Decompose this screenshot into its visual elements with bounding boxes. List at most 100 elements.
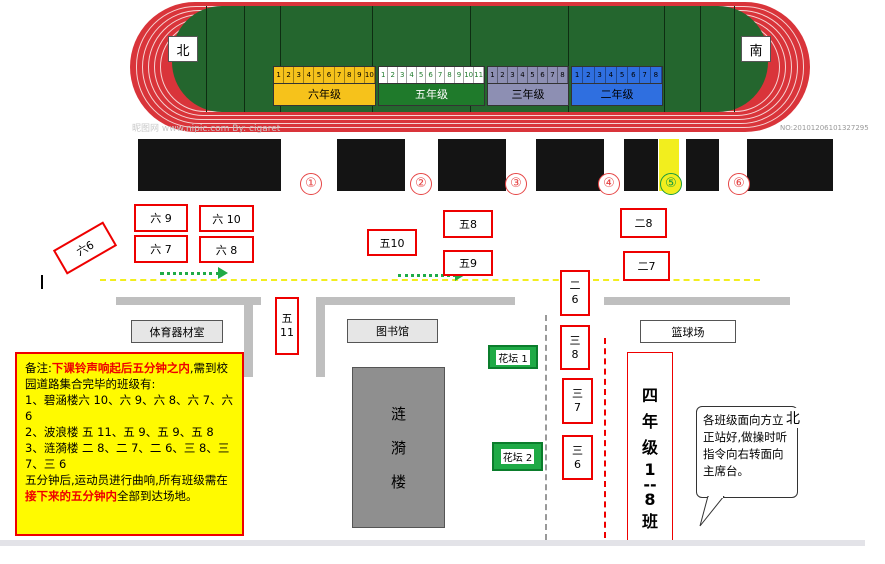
watermark-right: NO:20101206101327295	[780, 124, 869, 132]
class-2-6-grade: 二	[570, 279, 581, 293]
stand-grade2-seat: 5	[617, 67, 628, 83]
stand-grade5-seat: 8	[445, 67, 454, 83]
railing-2	[337, 139, 405, 191]
stand-grade5-seat: 11	[474, 67, 484, 83]
note-item-1: 1、碧涵楼六 10、六 9、六 8、六 7、六 6	[25, 392, 234, 424]
stand-grade5-seat: 2	[388, 67, 397, 83]
class-box-6-10: 六 10	[199, 205, 254, 232]
railing-4	[536, 139, 604, 191]
stand-grade5-seat: 6	[426, 67, 435, 83]
class-box-5-9: 五9	[443, 250, 493, 276]
wall-library-top	[316, 297, 515, 305]
south-label: 南	[741, 36, 771, 62]
stand-grade6-seat: 8	[345, 67, 355, 83]
stand-grade2-seat: 4	[606, 67, 617, 83]
railing-6	[747, 139, 833, 191]
flower-bed-2: 花坛 2	[492, 442, 543, 471]
gate-3-number: ③	[505, 173, 527, 195]
stand-grade3-seat: 6	[538, 67, 548, 83]
lianyi-building: 涟 漪 楼	[352, 367, 445, 528]
stand-grade2-seat: 3	[595, 67, 606, 83]
stand-grade3-seat: 1	[488, 67, 498, 83]
gate-1-number: ①	[300, 173, 322, 195]
stand-grade3-seat: 7	[548, 67, 558, 83]
note-prefix: 备注:	[25, 361, 52, 375]
wall-gym-side	[244, 297, 253, 377]
class-3-8-number: 8	[572, 348, 579, 362]
walk-arrow-1-head	[218, 267, 228, 279]
class-5-11-grade: 五	[282, 312, 293, 326]
stand-grade6-seat: 9	[355, 67, 365, 83]
class-3-7-number: 7	[574, 401, 581, 415]
class-box-6-7: 六 7	[134, 235, 188, 263]
grade-4-char-7: 班	[642, 509, 658, 535]
stand-grade2-seat: 7	[640, 67, 651, 83]
lianyi-char-3: 楼	[391, 465, 406, 499]
stand-grade2-seat: 2	[583, 67, 594, 83]
grade-4-char-1: 四	[642, 383, 658, 409]
class-3-6-number: 6	[574, 458, 581, 472]
railing-1	[138, 139, 281, 191]
class-box-5-11: 五 11	[275, 297, 299, 355]
flower-bed-1: 花坛 1	[488, 345, 538, 369]
stand-grade5-seat: 9	[455, 67, 464, 83]
stand-grade5-seat: 5	[417, 67, 426, 83]
stand-grade6-seat: 7	[335, 67, 345, 83]
class-box-2-7: 二7	[623, 251, 670, 281]
stand-grade5-seat: 3	[398, 67, 407, 83]
stand-grade5-seat: 4	[407, 67, 416, 83]
note-intro: 备注:下课铃声响起后五分钟之内,需到校园道路集合完毕的班级有:	[25, 360, 234, 392]
stand-grade6-seat: 3	[294, 67, 304, 83]
stand-grade6-seat: 5	[314, 67, 324, 83]
stand-grade6-seat: 1	[274, 67, 284, 83]
stand-grade6-seat: 4	[304, 67, 314, 83]
grade-2-label: 二年级	[572, 83, 662, 106]
class-box-3-8: 三 8	[560, 325, 590, 370]
stand-grade2-seat: 8	[651, 67, 662, 83]
note-box: 备注:下课铃声响起后五分钟之内,需到校园道路集合完毕的班级有: 1、碧涵楼六 1…	[15, 352, 244, 536]
stand-grade2-seat: 6	[628, 67, 639, 83]
class-box-6-6: 六6	[53, 221, 117, 274]
grade-6-label: 六年级	[274, 83, 375, 106]
bottom-divider	[0, 540, 865, 546]
class-2-6-number: 6	[572, 293, 579, 307]
stand-grade6-seat: 10	[365, 67, 375, 83]
class-box-5-10: 五10	[367, 229, 417, 256]
gate-4-number: ④	[598, 173, 620, 195]
bubble-tail	[696, 496, 736, 530]
class-box-6-8: 六 8	[199, 236, 254, 263]
gym-storage-label: 体育器材室	[131, 320, 223, 343]
wall-library-side	[316, 297, 325, 377]
grade-4-char-3: 级	[642, 435, 658, 461]
stand-grade3-seat: 2	[498, 67, 508, 83]
north-label: 北	[168, 36, 198, 62]
gate-2-number: ②	[410, 173, 432, 195]
stand-grade6-seat: 6	[324, 67, 334, 83]
grade-4-char-2: 年	[642, 409, 658, 435]
wall-basketball-top	[604, 297, 790, 305]
grade-5-label: 五年级	[379, 83, 484, 106]
class-box-6-9: 六 9	[134, 204, 188, 232]
stand-grade5-seat: 10	[464, 67, 474, 83]
stand-grade3-seat: 8	[558, 67, 568, 83]
grade-4-area: 四 年 级 1 -- 8 班	[627, 352, 673, 540]
walk-arrow-1	[160, 272, 220, 275]
note-item-2: 2、波浪楼 五 11、五 9、五 9、五 8	[25, 424, 234, 440]
flower-bed-1-label: 花坛 1	[496, 350, 530, 365]
bubble-north-label: 北	[786, 408, 800, 428]
wall-gym-top	[116, 297, 261, 305]
lianyi-char-2: 漪	[391, 431, 406, 465]
text-cursor	[41, 275, 43, 289]
note-final-suffix: 全部到达场地。	[117, 489, 198, 503]
stand-grade5-seat: 7	[436, 67, 445, 83]
class-3-6-grade: 三	[572, 444, 583, 458]
railing-5b	[686, 139, 719, 191]
grade-4-char-6: 8	[644, 491, 655, 509]
stand-grade3-seat: 5	[528, 67, 538, 83]
watermark-left: 昵图网 www.nipic.com By: cigaret	[132, 121, 280, 134]
gate-5-number: ⑤	[660, 173, 682, 195]
stand-grade5-seat: 1	[379, 67, 388, 83]
